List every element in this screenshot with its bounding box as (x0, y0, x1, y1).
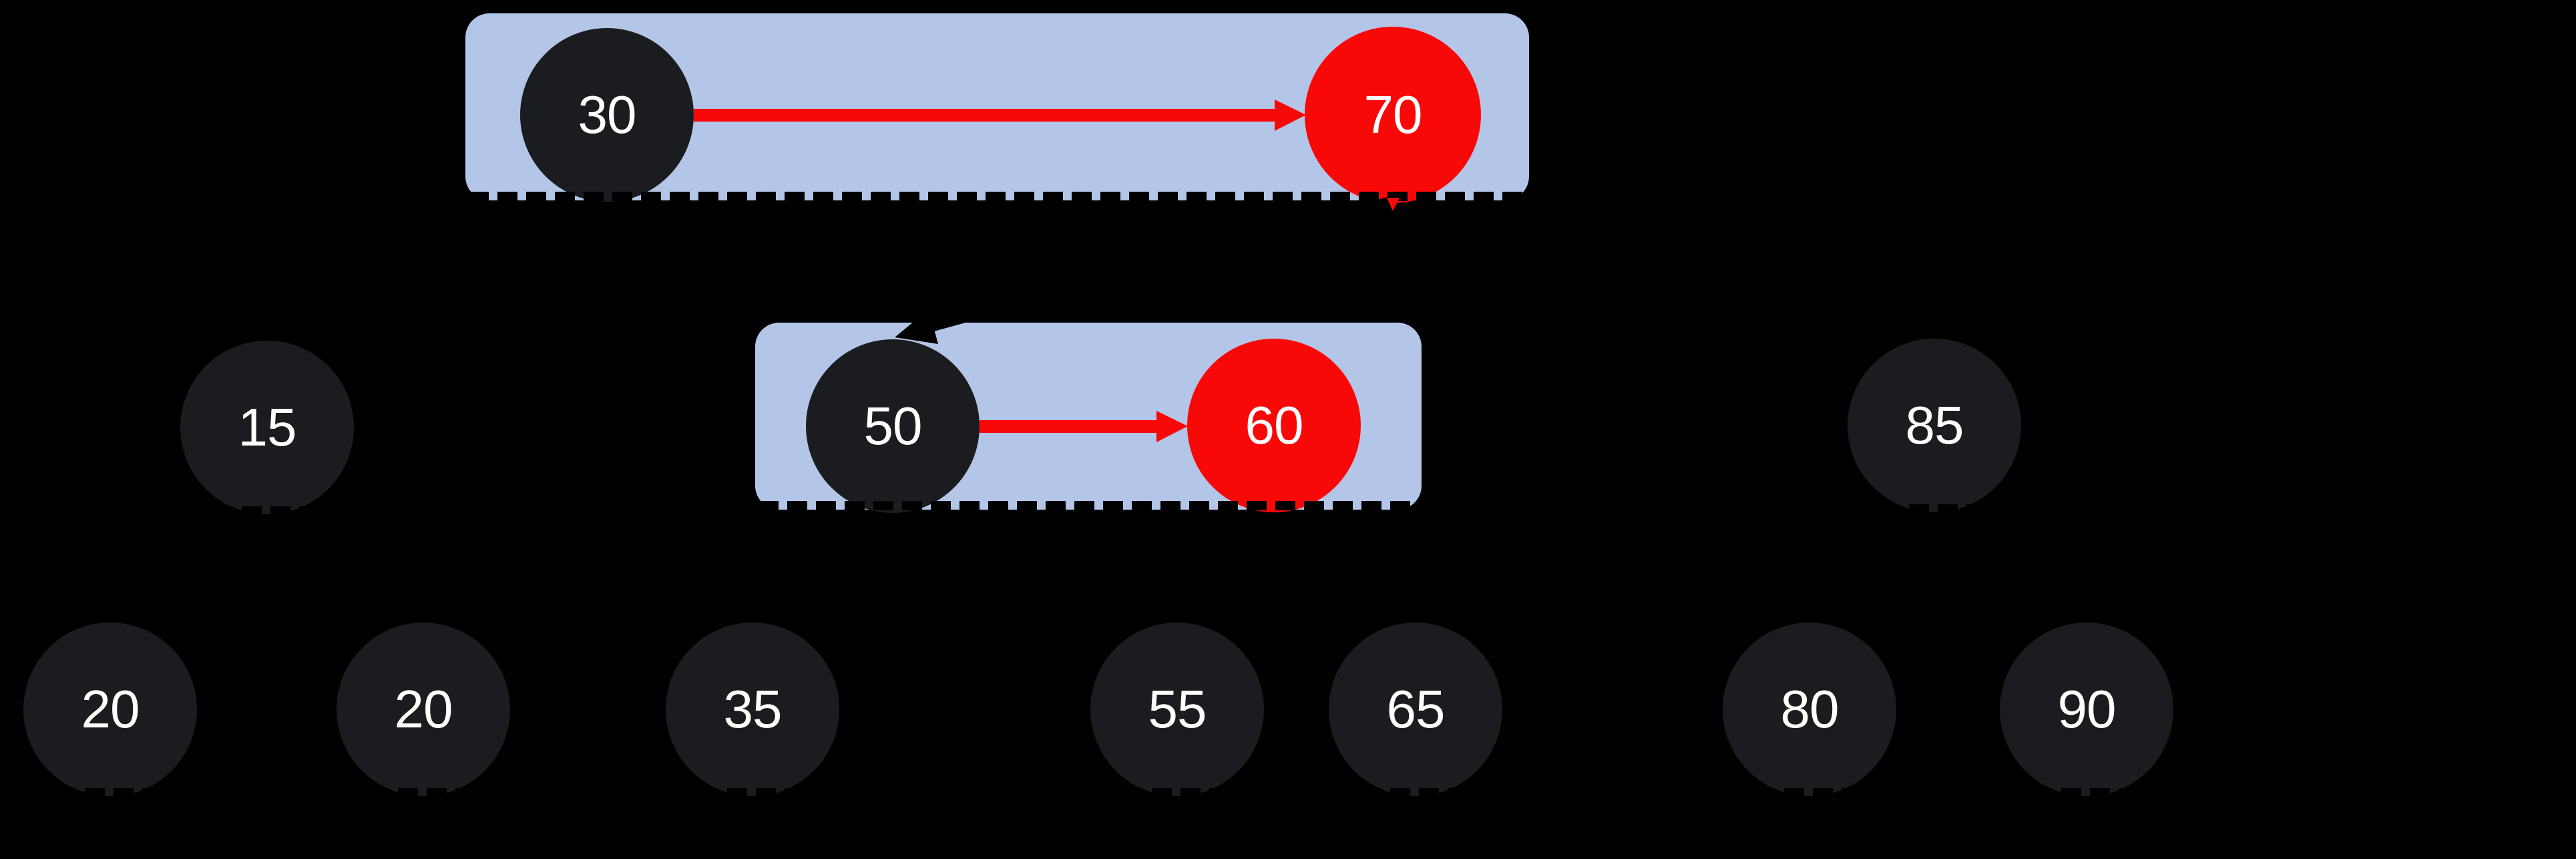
tree-node-35: 35 (666, 623, 839, 798)
node-35-label: 35 (723, 679, 783, 739)
tree-node-50: 50 (806, 339, 980, 513)
node-70-label: 70 (1363, 85, 1423, 144)
node-20-right-label: 20 (394, 679, 453, 739)
top-box-dashed-border (469, 192, 1526, 201)
tree-node-20-left: 20 (23, 623, 197, 798)
tree-node-30: 30 (520, 28, 694, 202)
tree-node-70: 70 (1305, 27, 1481, 203)
node-50-label: 50 (863, 396, 923, 456)
node-80-label: 80 (1780, 679, 1840, 739)
node-30-label: 30 (578, 85, 637, 144)
tree-node-90: 90 (2000, 623, 2173, 798)
node-60-label: 60 (1245, 395, 1304, 455)
node-20-left-label: 20 (81, 679, 140, 739)
tree-node-65: 65 (1329, 623, 1502, 798)
tree-node-60: 60 (1187, 339, 1361, 512)
middle-box-dashed-border (759, 501, 1418, 510)
tree-node-20-right: 20 (337, 623, 510, 798)
tree-node-55: 55 (1090, 623, 1264, 798)
node-90-label: 90 (2057, 679, 2117, 739)
node-65-label: 65 (1386, 679, 1446, 739)
tree-node-80: 80 (1723, 623, 1896, 798)
node-85-label: 85 (1905, 395, 1964, 455)
node-15-label: 15 (238, 397, 297, 457)
tree-node-85: 85 (1848, 339, 2021, 514)
tree-node-15: 15 (180, 341, 354, 516)
node-55-label: 55 (1148, 679, 1207, 739)
